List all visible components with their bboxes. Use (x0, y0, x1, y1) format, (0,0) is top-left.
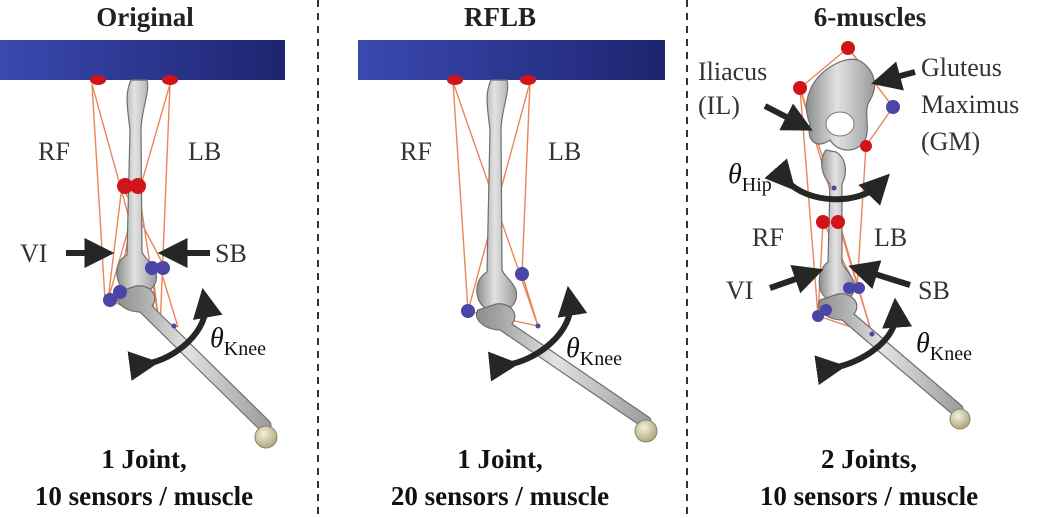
attachment-point (816, 215, 830, 229)
label-iliacus-abbr: (IL) (698, 91, 740, 120)
attachment-point (841, 41, 855, 55)
attachment-point (860, 140, 872, 152)
label-vi: VI (20, 239, 47, 268)
knee-angle-label: θKnee (566, 333, 622, 370)
attachment-point (831, 215, 845, 229)
sensor-point (831, 185, 837, 191)
sensor-point (156, 261, 170, 275)
sensor-point (820, 304, 832, 316)
sensor-point (869, 331, 875, 337)
hip-angle-label: θHip (728, 159, 772, 196)
sensor-point (886, 100, 900, 114)
caption-line-2: 10 sensors / muscle (35, 481, 253, 511)
caption-line-2: 10 sensors / muscle (760, 481, 978, 511)
label-sb: SB (918, 276, 950, 305)
sensor-point (113, 285, 127, 299)
sensor-point (853, 282, 865, 294)
sensor-point (145, 261, 159, 275)
ankle-ball (254, 425, 278, 449)
attachment-point (90, 75, 106, 85)
attachment-point (793, 81, 807, 95)
curved-double-arrow-icon (127, 287, 223, 381)
label-vi: VI (726, 276, 753, 305)
curved-double-arrow-icon (764, 158, 890, 206)
label-lb: LB (874, 223, 907, 252)
arrow-icon (848, 260, 911, 289)
attachment-point (130, 178, 146, 194)
knee-angle-label: θKnee (210, 323, 266, 360)
label-iliacus: Iliacus (698, 57, 767, 86)
sensor-point (103, 293, 117, 307)
curved-double-arrow-icon (814, 297, 913, 386)
label-rf: RF (752, 223, 784, 252)
curved-double-arrow-icon (487, 285, 588, 382)
pelvis-opening (825, 111, 855, 137)
caption-line-2: 20 sensors / muscle (391, 481, 609, 511)
attachment-point (117, 178, 133, 194)
arrow-icon (763, 103, 813, 131)
mount-bar (0, 40, 285, 80)
panel-6-muscles: 6-muscles Iliacus (IL) Gluteus Maximus ( (698, 2, 1019, 511)
caption-line-1: 2 Joints, (821, 444, 917, 474)
panel-original: Original RF LB VI SB θKnee (0, 2, 285, 511)
knee-angle-label: θKnee (916, 328, 972, 365)
femur-bone (476, 79, 518, 312)
panel-title: 6-muscles (814, 2, 926, 32)
attachment-point (447, 75, 463, 85)
mount-bar (358, 40, 665, 80)
panel-title: Original (96, 2, 194, 32)
label-sb: SB (215, 239, 247, 268)
sensor-point (461, 304, 475, 318)
label-gluteus: Gluteus (921, 53, 1002, 82)
panel-title: RFLB (464, 2, 536, 32)
arrow-icon (769, 264, 824, 294)
sensor-point (171, 323, 177, 329)
attachment-point (520, 75, 536, 85)
sensor-point (515, 267, 529, 281)
label-rf: RF (400, 137, 432, 166)
caption-line-1: 1 Joint, (457, 444, 543, 474)
panel-rflb: RFLB RF LB θKnee 1 Joint, 20 sensors / m… (358, 2, 665, 511)
label-maximus: Maximus (921, 90, 1019, 119)
arrow-icon (871, 61, 916, 91)
ankle-ball (949, 408, 971, 430)
caption-line-1: 1 Joint, (101, 444, 187, 474)
ankle-ball (634, 419, 658, 443)
sensor-point (535, 323, 541, 329)
label-lb: LB (548, 137, 581, 166)
attachment-point (162, 75, 178, 85)
label-rf: RF (38, 137, 70, 166)
label-lb: LB (188, 137, 221, 166)
label-gluteus-abbr: (GM) (921, 127, 980, 156)
